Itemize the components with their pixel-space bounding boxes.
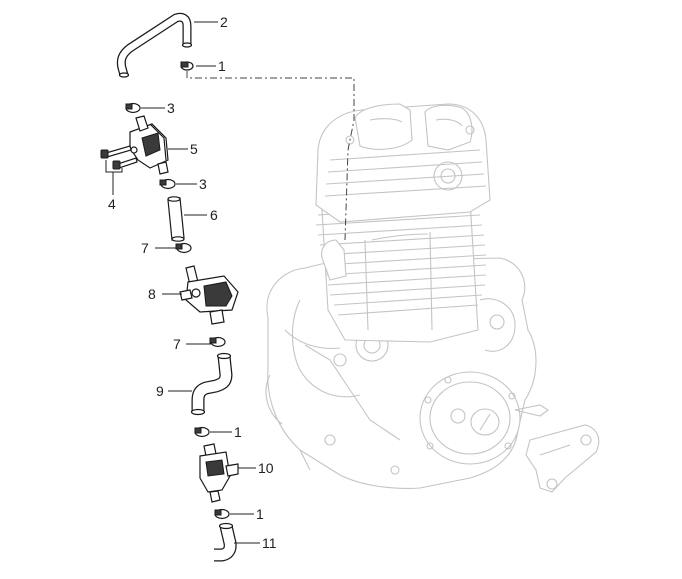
callout-11: 11 [262,535,277,551]
callout-3: 3 [167,100,175,116]
connection-line [186,71,355,241]
callout-5: 5 [190,141,198,157]
hose-clamp-3-lower [159,178,176,190]
bolts-4 [100,145,138,170]
callout-9: 9 [156,383,164,399]
callout-8: 8 [148,286,156,302]
hose-clamp-1-bottom [214,508,230,520]
breather-tube-2 [116,12,193,78]
cylinder-fins [315,204,487,316]
leader-lines [105,21,260,544]
callout-10: 10 [258,460,274,476]
callout-6: 6 [210,207,218,223]
filter-10 [199,443,239,503]
valve-body-5 [129,115,169,175]
callout-3: 3 [199,176,207,192]
short-hose-6 [167,196,185,242]
callout-4: 4 [108,196,116,212]
hose-clamp-7-upper [175,242,192,254]
hose-clamp-1-top [180,61,194,71]
engine-illustration [265,103,600,493]
callout-1: 1 [218,58,226,74]
air-valve-8 [179,265,239,325]
callout-7: 7 [173,336,181,352]
callout-2: 2 [220,14,228,30]
hose-clamp-1-middle [194,426,210,438]
parts [100,12,239,562]
callout-7: 7 [141,240,149,256]
callout-1: 1 [256,506,264,522]
elbow-hose-11 [214,522,237,562]
hose-clamp-3-upper [125,102,141,114]
callout-labels: 2 1 3 5 3 4 6 7 8 7 9 1 10 1 11 [108,14,277,551]
hose-clamp-7-lower [209,336,226,348]
bent-hose-9 [190,352,233,416]
callout-1: 1 [234,424,242,440]
